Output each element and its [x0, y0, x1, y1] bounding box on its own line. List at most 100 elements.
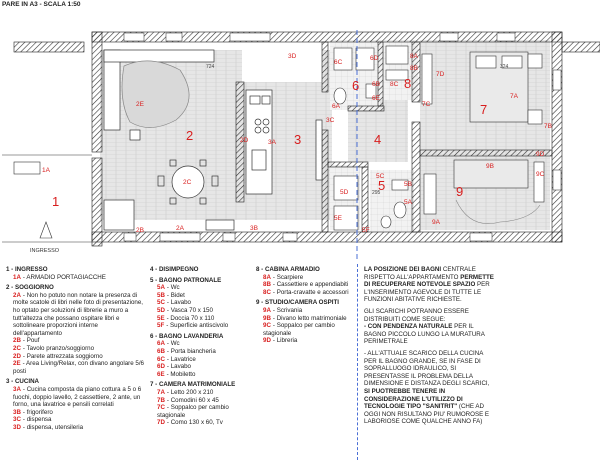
room-8: 8 [404, 76, 411, 91]
legend-item-code: 8A [263, 273, 271, 281]
note-paragraph-3: - ALL'ATTUALE SCARICO DELLA CUCINA PER I… [364, 350, 496, 426]
legend-item-text: - Vasca 70 x 150 [166, 306, 213, 314]
legend-item-text: - Porta biancheria [166, 347, 216, 355]
code-7C: 7C [422, 101, 431, 108]
legend-item-text: - Wc [166, 340, 180, 348]
legend-item: 3A- Cucina composta da piano cottura a 5… [6, 386, 144, 409]
code-3D: 3D [288, 53, 297, 60]
code-2A: 2A [176, 225, 185, 232]
legend-item: 5C- Lavabo [150, 299, 254, 307]
legend-item-code: 7B [157, 396, 165, 404]
legend-item: 8A- Scarpiere [256, 274, 356, 282]
legend-item-code: 7A [157, 388, 165, 396]
legend-section-title: 4 - DISIMPEGNO [150, 266, 199, 273]
legend-item-code: 6D [157, 363, 165, 371]
plumbing-note: LA POSIZIONE DEI BAGNI CENTRALE RISPETTO… [364, 266, 496, 430]
floor-plan: 1 2 3 4 5 6 7 8 9 1A 2A 2B 2C 2D 2E 3A 3… [2, 30, 600, 260]
page-header: PARE IN A3 - SCALA 1:50 [2, 1, 81, 8]
code-5C: 5C [376, 173, 385, 180]
legend-item-text: - ARMADIO PORTAGIACCHE [22, 273, 106, 281]
legend-item-code: 9C [263, 322, 271, 330]
legend-item: 5F- Superficie antiscivolo [150, 322, 254, 330]
legend-item-text: - Cucina composta da piano cottura a 5 o… [13, 385, 142, 409]
windows [123, 32, 562, 242]
legend-item-code: 5D [157, 306, 165, 314]
code-9C: 9C [536, 171, 545, 178]
legend-section-title: 9 - STUDIO/CAMERA OSPITI [256, 299, 339, 307]
legend-item-text: - dispensa [22, 416, 52, 424]
legend-item: 9A- Scrivania [256, 307, 356, 315]
code-5A: 5A [404, 199, 413, 206]
legend-item: 1A- ARMADIO PORTAGIACCHE [6, 274, 144, 282]
legend-item: 6E- Mobiletto [150, 371, 254, 379]
legend-item: 5A- Wc [150, 284, 254, 292]
legend-item: 8B- Cassettiere e appendiabiti [256, 281, 356, 289]
note-paragraph-1: LA POSIZIONE DEI BAGNI CENTRALE RISPETTO… [364, 266, 496, 304]
legend-item-code: 6B [157, 347, 165, 355]
legend-item-code: 3C [13, 416, 21, 424]
legend-section-title: 3 - CUCINA [6, 378, 40, 386]
code-3A: 3A [268, 139, 277, 146]
legend-item-code: 2C [13, 344, 21, 352]
legend-item: 7A- Letto 200 x 210 [150, 389, 254, 397]
legend-item-text: - Superficie antiscivolo [166, 322, 229, 330]
legend-item-text: - Lavabo [166, 299, 192, 307]
legend-item-code: 5F [157, 322, 165, 330]
living-furniture [103, 49, 235, 231]
legend-item-code: 6A [157, 340, 165, 348]
legend-item: 8C- Porta-cravatte e accessori [256, 289, 356, 297]
code-8A: 8A [410, 53, 419, 60]
legend-divider [357, 264, 358, 460]
note-p1-a: CENTRALE RISPETTO ALL'APPARTAMENTO [364, 266, 476, 281]
code-1A: 1A [42, 167, 51, 174]
legend-item-code: 6C [157, 355, 165, 363]
legend-item-text: - dispensa, utensileria [22, 423, 84, 431]
code-2B: 2B [136, 227, 144, 234]
room-numbers: 1 2 3 4 5 6 7 8 9 [52, 76, 487, 209]
legend-item-text: - Doccia 70 x 110 [166, 314, 215, 322]
legend-item-text: - Comodini 60 x 45 [166, 396, 219, 404]
note-p3-a: - ALL'ATTUALE SCARICO DELLA CUCINA PER I… [364, 349, 490, 388]
code-5B: 5B [404, 181, 412, 188]
legend-item: 5E- Doccia 70 x 110 [150, 315, 254, 323]
legend-item-text: - Area Living/Relax, con divano angolare… [13, 360, 144, 375]
code-5E: 5E [334, 215, 343, 222]
note-p1-b: PER L'INSERIMENTO AGEVOLE DI TUTTE LE FU… [364, 281, 490, 304]
legend-item-code: 8B [263, 281, 271, 289]
legend-item-text: - Tavolo pranzo/soggiorno [22, 344, 95, 352]
dim-724: 724 [206, 64, 215, 70]
legend-item-text: - Wc [166, 284, 180, 292]
room-9: 9 [456, 184, 463, 199]
legend-item: 6A- Wc [150, 340, 254, 348]
legend-item: 2C- Tavolo pranzo/soggiorno [6, 345, 144, 353]
legend-item-code: 7D [157, 419, 165, 427]
legend-item-text: - Bidet [166, 291, 185, 299]
code-8B: 8B [410, 65, 418, 72]
dim-295: 295 [372, 190, 381, 196]
legend-item: 3D- dispensa, utensileria [6, 424, 144, 432]
code-8C: 8C [390, 81, 399, 88]
entry-area [2, 154, 92, 243]
legend-item: 6B- Porta biancheria [150, 348, 254, 356]
legend-item: 6C- Lavatrice [150, 356, 254, 364]
item-codes: 1A 2A 2B 2C 2D 2E 3A 3B 3C 3D 5A 5B 5C 5… [42, 53, 552, 234]
walls [13, 31, 600, 247]
legend-item-code: 3B [13, 408, 21, 416]
legend-section-title: 2 - SOGGIORNO [6, 284, 54, 292]
legend-section: 4 - DISIMPEGNO [150, 266, 254, 274]
code-7A: 7A [510, 93, 519, 100]
kitchen-furniture [245, 89, 323, 195]
code-7B: 7B [544, 123, 552, 130]
code-9A: 9A [432, 219, 441, 226]
legend-item-code: 1A [13, 273, 21, 281]
legend-item: 2E- Area Living/Relax, con divano angola… [6, 360, 144, 375]
code-2C: 2C [183, 179, 192, 186]
legend-item: 2D- Parete attrezzata soggiorno [6, 353, 144, 361]
legend-item-text: - Soppalco per cambio stagionale [157, 404, 229, 419]
legend-item-code: 5B [157, 291, 165, 299]
